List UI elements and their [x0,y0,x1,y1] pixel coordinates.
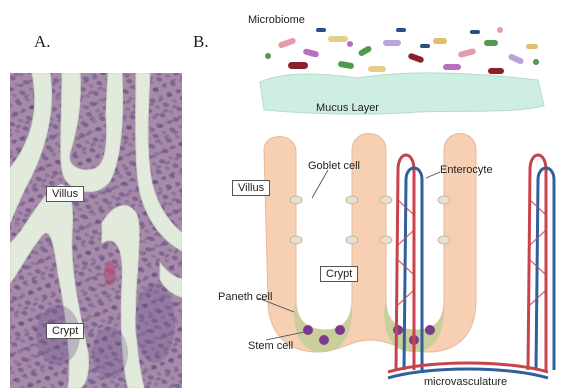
enterocyte-label: Enterocyte [440,164,493,176]
microbiome-label: Microbiome [248,14,305,26]
microvasculature-label: microvasculature [424,376,507,388]
panel-label-b: B. [193,32,209,52]
paneth-cell-label: Paneth cell [218,291,272,303]
crypt-label-diagram: Crypt [320,266,358,282]
stem-cell-label: Stem cell [248,340,293,352]
villus-label-diagram: Villus [232,180,270,196]
panel-label-a: A. [34,32,51,52]
goblet-cell-label: Goblet cell [308,160,360,172]
crypt-label-micrograph: Crypt [46,323,84,339]
mucus-layer-label: Mucus Layer [316,102,379,114]
villus-label-micrograph: Villus [46,186,84,202]
microbiome-bacteria [265,27,539,74]
mucus-layer [260,73,544,114]
histology-micrograph [10,73,182,388]
